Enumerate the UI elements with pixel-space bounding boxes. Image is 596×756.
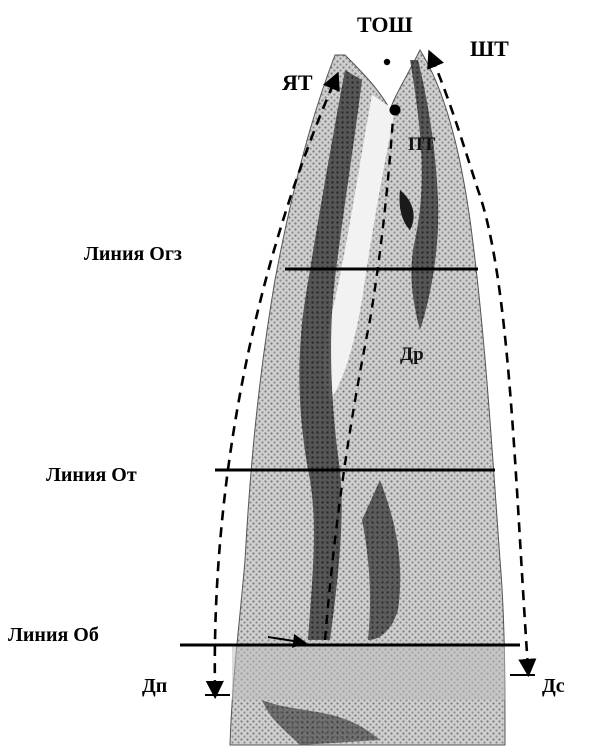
label-yat: ЯТ: [282, 72, 313, 94]
apex-ball: [390, 105, 401, 116]
label-ds: Дс: [542, 676, 565, 696]
label-line-ob: Линия Об: [8, 625, 99, 645]
label-dp: Дп: [142, 676, 167, 696]
label-tosh: ТОШ: [357, 14, 413, 36]
label-line-ot: Линия От: [46, 465, 137, 485]
label-line-ogz: Линия Огз: [84, 244, 182, 264]
label-dr: Др: [400, 345, 424, 364]
bottom-band: [232, 645, 505, 700]
label-sht: ШТ: [470, 38, 509, 60]
label-pt: ПТ: [408, 135, 435, 154]
tosh-point: [384, 59, 390, 65]
